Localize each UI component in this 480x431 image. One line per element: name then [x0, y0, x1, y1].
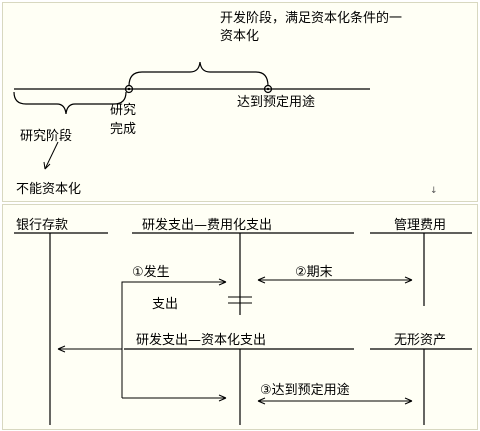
t-account-rd-expensed: 研发支出—费用化支出 [132, 217, 354, 315]
bank-deposit-title: 银行存款 [16, 218, 68, 233]
development-stage-label-line2: 资本化 [220, 29, 259, 44]
not-capitalizable-arrowhead [43, 161, 51, 170]
research-stage-label: 研究阶段 [20, 129, 72, 144]
t-account-admin-expense: 管理费用 [370, 218, 472, 306]
flow-bank-credit [57, 345, 122, 353]
flow-ready-for-use-arrowhead-right [404, 397, 413, 405]
t-account-rd-capitalized: 研发支出—资本化支出 [124, 332, 354, 425]
development-stage-brace [128, 61, 269, 87]
t-account-intangible-asset: 无形资产 [370, 333, 472, 425]
intangible-asset-title: 无形资产 [394, 333, 446, 348]
rd-expensed-title: 研发支出—费用化支出 [142, 217, 272, 233]
flow-ready-for-use-arrowhead-left [257, 397, 266, 405]
timeline-panel-background [2, 2, 478, 202]
flow-incurred-label: ①发生 [132, 264, 170, 280]
flow-period-end-arrowhead-right [404, 276, 413, 284]
rd-capitalized-title: 研发支出—资本化支出 [136, 332, 266, 348]
flow-period-end-arrowhead-left [257, 276, 266, 284]
ready-for-use-label: 达到预定用途 [237, 94, 315, 110]
research-complete-label-line2: 完成 [110, 122, 136, 137]
flow-ready-for-use-label: ③达到预定用途 [260, 382, 350, 398]
development-stage-label-line1: 开发阶段，满足资本化条件的一 [220, 10, 402, 26]
timeline-panel: 开发阶段，满足资本化条件的一 资本化 研究 完成 达到预定用途 研究阶段 不能资… [2, 2, 478, 202]
ready-for-use-point-dot [266, 87, 270, 91]
flow-bank-credit-arrowhead [57, 345, 66, 353]
admin-expense-title: 管理费用 [394, 218, 446, 233]
not-capitalizable-label: 不能资本化 [16, 182, 81, 197]
flow-payout-label: 支出 [152, 297, 178, 312]
t-account-panel: 银行存款 研发支出—费用化支出 管理费用 研发支出—资本化支出 无形资 [2, 204, 478, 430]
flow-period-end: ②期末 [257, 265, 413, 284]
research-stage-brace [13, 91, 127, 115]
research-complete-label-line1: 研究 [110, 103, 136, 118]
flow-incurred: ①发生 支出 [121, 264, 227, 402]
flow-incurred-to-expensed [121, 281, 226, 398]
not-capitalizable-arrow [44, 141, 59, 170]
flow-incurred-to-capitalized-arrowhead [218, 394, 227, 402]
flow-period-end-label: ②期末 [295, 265, 333, 280]
flow-incurred-to-expensed-arrowhead [218, 278, 227, 286]
t-account-bank-deposit: 银行存款 [14, 218, 108, 425]
corner-mark: ↓ [430, 186, 438, 196]
flow-ready-for-use: ③达到预定用途 [257, 382, 413, 405]
research-complete-point-dot [127, 87, 131, 91]
